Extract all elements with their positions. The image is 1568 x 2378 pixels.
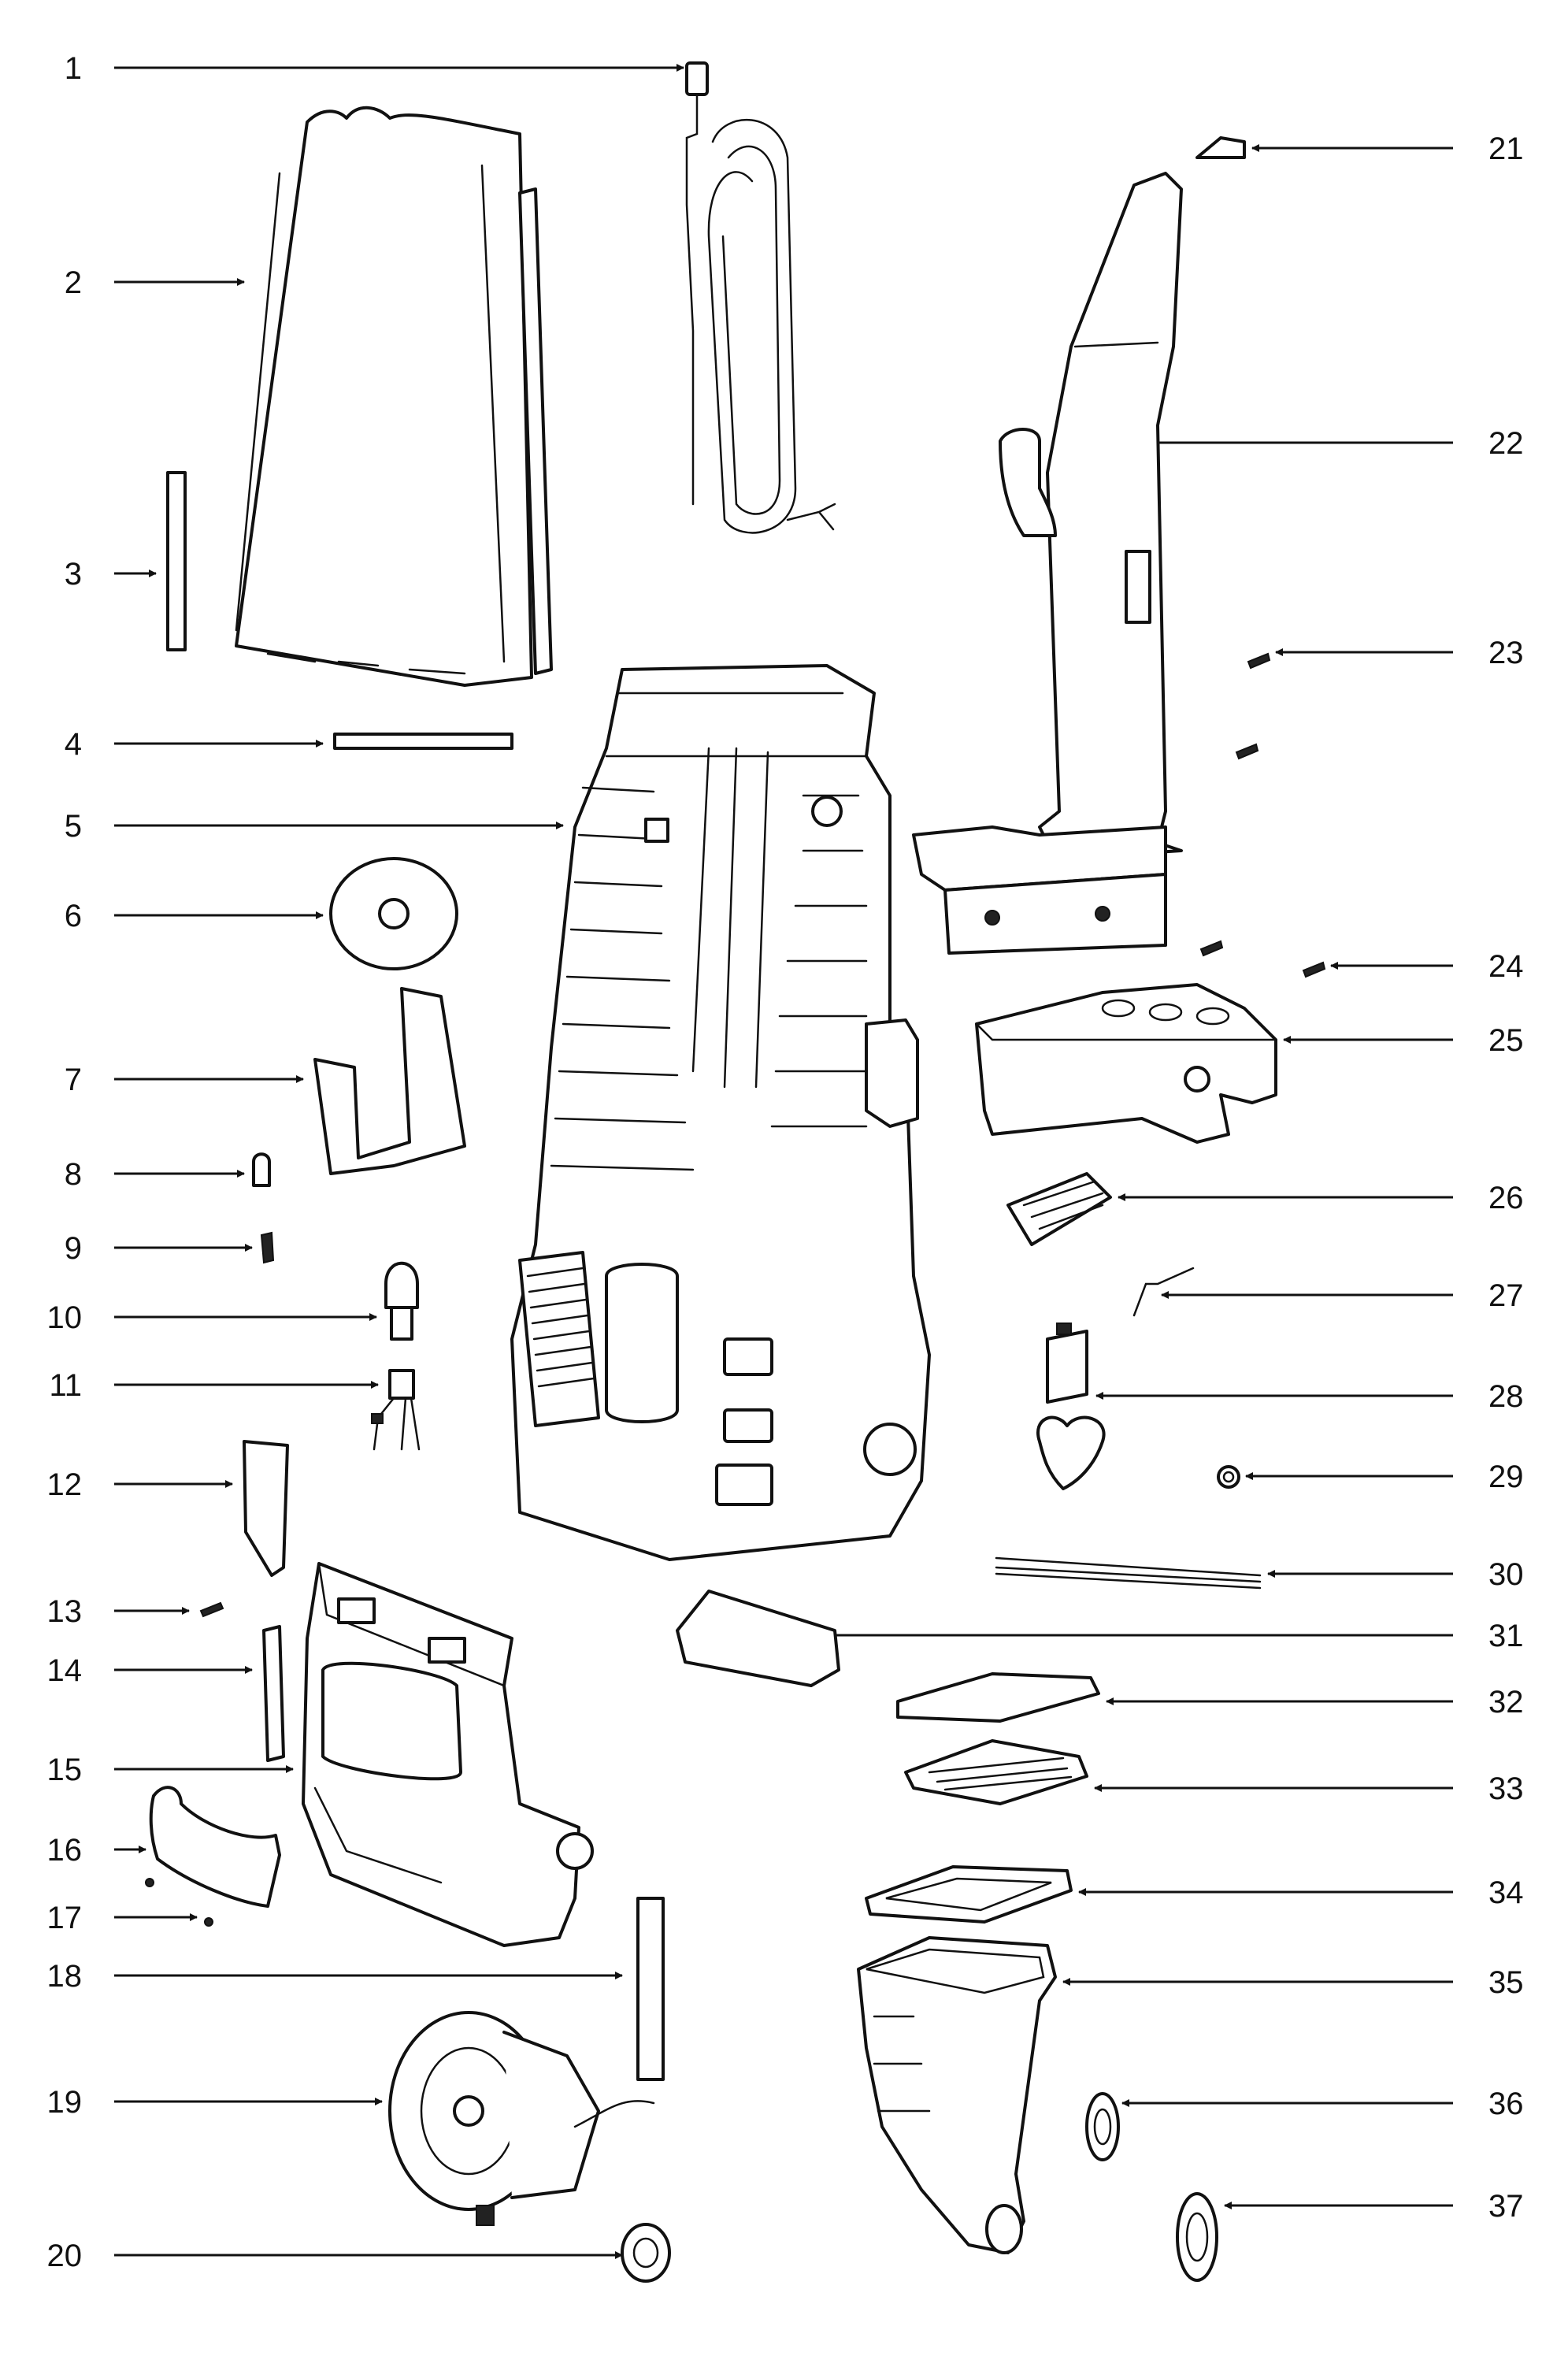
- callout-label-6: 6: [65, 899, 82, 933]
- callout-label-12: 12: [47, 1467, 83, 1502]
- part-11-socket: [371, 1369, 421, 1451]
- part-32-filter-pad: [896, 1672, 1100, 1723]
- part-4-strip: [333, 733, 513, 750]
- callout-label-34: 34: [1488, 1875, 1524, 1910]
- part-2-bag-cover: [235, 106, 553, 687]
- callout-label-11: 11: [49, 1368, 82, 1403]
- callout-label-10: 10: [47, 1300, 83, 1335]
- callout-label-5: 5: [65, 809, 82, 844]
- callout-label-14: 14: [47, 1653, 83, 1688]
- callout-label-3: 3: [65, 557, 82, 592]
- callout-label-28: 28: [1488, 1379, 1524, 1414]
- part-8-cap: [252, 1152, 271, 1187]
- callout-label-19: 19: [47, 2085, 83, 2120]
- callout-label-25: 25: [1488, 1023, 1524, 1058]
- callout-label-13: 13: [47, 1594, 83, 1629]
- part-17-screw: [204, 1917, 213, 1927]
- callout-label-24: 24: [1488, 949, 1524, 984]
- part-21-clip: [1195, 136, 1246, 159]
- part-16-guard: [145, 1786, 281, 1908]
- part-15-front-cover: [302, 1562, 594, 1947]
- part-19-motor: [388, 2011, 655, 2226]
- callout-label-30: 30: [1488, 1557, 1524, 1592]
- part-36-seal: [1085, 2092, 1120, 2161]
- part-20-bushing: [621, 2223, 671, 2283]
- part-12-plate: [243, 1440, 289, 1577]
- part-14-latch: [262, 1625, 285, 1762]
- callout-label-36: 36: [1488, 2087, 1524, 2121]
- callout-label-18: 18: [47, 1959, 83, 1994]
- part-30-rods: [995, 1556, 1262, 1590]
- part-25-base-housing: [975, 983, 1277, 1144]
- part-34-filter-frame: [865, 1865, 1073, 1924]
- part-1-power-cord: [685, 61, 836, 534]
- callout-label-15: 15: [47, 1753, 83, 1787]
- callout-label-32: 32: [1488, 1685, 1524, 1720]
- part-23-screws: [1235, 652, 1271, 760]
- part-27-wire-clip: [1132, 1267, 1195, 1317]
- part-18-strip: [636, 1897, 665, 2081]
- part-37-seal: [1176, 2192, 1218, 2282]
- part-9-clip: [260, 1231, 275, 1264]
- part-24-screws: [1199, 940, 1326, 978]
- callout-label-31: 31: [1488, 1619, 1524, 1653]
- callout-label-23: 23: [1488, 636, 1524, 670]
- part-31-bumper: [676, 1590, 840, 1687]
- callout-label-35: 35: [1488, 1965, 1524, 2000]
- part-35-nozzle-base: [857, 1936, 1057, 2254]
- callout-label-9: 9: [65, 1231, 82, 1266]
- part-22-handle: [912, 172, 1183, 955]
- part-6-filter-disc: [329, 857, 458, 970]
- part-5-main-housing: [510, 664, 931, 1561]
- part-28-switch: [1036, 1323, 1106, 1490]
- callout-label-16: 16: [47, 1833, 83, 1868]
- callout-label-33: 33: [1488, 1771, 1524, 1806]
- callout-group: 1234567891011121314151617181920212223242…: [47, 51, 1524, 2273]
- callout-label-29: 29: [1488, 1460, 1524, 1494]
- callout-label-1: 1: [65, 51, 82, 86]
- part-13-screw: [199, 1601, 224, 1618]
- part-10-bulb: [384, 1261, 419, 1341]
- callout-label-21: 21: [1488, 132, 1524, 166]
- callout-label-8: 8: [65, 1157, 82, 1192]
- part-29-nut: [1217, 1465, 1240, 1489]
- part-33-mesh-filter: [904, 1739, 1088, 1805]
- part-7-bracket: [313, 987, 466, 1175]
- callout-label-26: 26: [1488, 1181, 1524, 1215]
- callout-label-22: 22: [1488, 426, 1524, 461]
- part-26-grille: [1006, 1172, 1112, 1246]
- callout-label-7: 7: [65, 1063, 82, 1097]
- callout-label-20: 20: [47, 2239, 83, 2273]
- callout-label-2: 2: [65, 265, 82, 300]
- callout-label-4: 4: [65, 727, 82, 762]
- part-3-strip: [166, 471, 187, 651]
- callout-label-27: 27: [1488, 1278, 1524, 1313]
- callout-label-37: 37: [1488, 2189, 1524, 2224]
- callout-label-17: 17: [47, 1901, 83, 1935]
